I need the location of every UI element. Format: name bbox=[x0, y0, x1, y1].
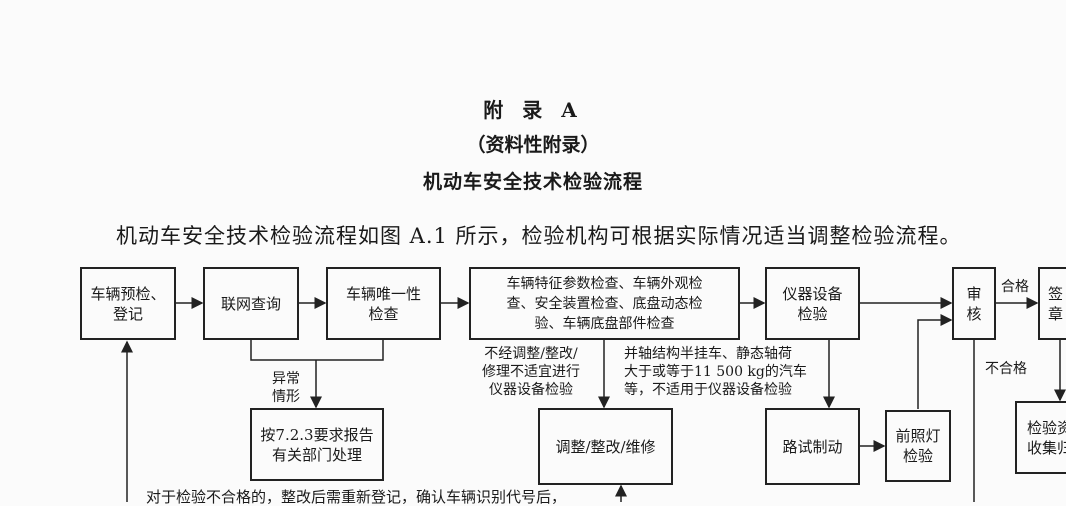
network-query-box: 联网查询 bbox=[203, 267, 299, 340]
appendix-title: 机动车安全技术检验流程 bbox=[422, 171, 643, 193]
fail-adjust-label: 不经调整/整改/ 修理不适宜进行 仪器设备检验 bbox=[482, 346, 580, 398]
archive-collect-box: 检验资 收集归 bbox=[1015, 401, 1066, 474]
pass-label: 合格 bbox=[1001, 279, 1029, 295]
semi-trailer-label: 并轴结构半挂车、静态轴荷 大于或等于11 500 kg的汽车 等，不适用于仪器设… bbox=[624, 346, 807, 398]
appendix-type: （资料性附录） bbox=[466, 134, 600, 156]
headlamp-box: 前照灯 检验 bbox=[885, 410, 951, 482]
sign-box: 签 章 bbox=[1038, 267, 1066, 340]
inspection-box: 车辆特征参数检查、车辆外观检 查、安全装置检查、底盘动态检 验、车辆底盘部件检查 bbox=[469, 267, 740, 340]
report-box: 按7.2.3要求报告 有关部门处理 bbox=[250, 408, 384, 481]
adjust-box: 调整/整改/维修 bbox=[538, 408, 673, 485]
instrument-test-box: 仪器设备 检验 bbox=[765, 267, 860, 340]
bottom-note: 对于检验不合格的，整改后需重新登记，确认车辆识别代号后， bbox=[146, 488, 567, 506]
uniqueness-check-box: 车辆唯一性 检查 bbox=[326, 267, 441, 340]
abnormal-label: 异常 情形 bbox=[272, 371, 300, 405]
intro-paragraph: 机动车安全技术检验流程如图 A.1 所示，检验机构可根据实际情况适当调整检验流程… bbox=[116, 224, 962, 248]
road-brake-box: 路试制动 bbox=[765, 408, 860, 485]
pre-check-box: 车辆预检、 登记 bbox=[80, 267, 176, 340]
appendix-label: 附 录 A bbox=[483, 98, 583, 122]
fail-label: 不合格 bbox=[985, 361, 1027, 377]
review-box: 审 核 bbox=[952, 267, 996, 340]
